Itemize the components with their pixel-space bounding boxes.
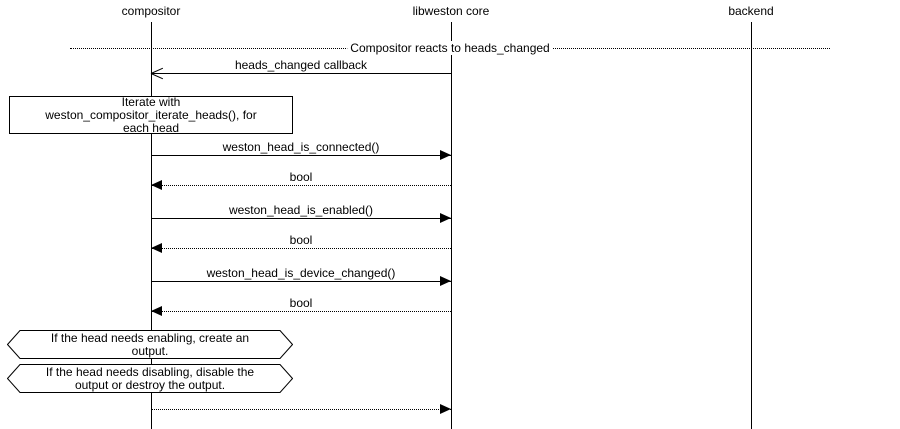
message-line-heads-changed-callback <box>151 73 451 74</box>
divider-label: Compositor reacts to heads_changed <box>347 41 553 55</box>
participant-label-libweston-core: libweston core <box>412 4 490 18</box>
message-label-bool-enabled: bool <box>289 233 313 247</box>
lifeline-libweston-core <box>451 22 452 429</box>
iterate-heads-note-line: weston_compositor_iterate_heads(), for <box>45 107 257 122</box>
message-line-weston-head-is-connected <box>151 155 451 156</box>
message-label-weston-head-is-connected: weston_head_is_connected() <box>222 140 380 154</box>
condition-enable-output-line: output. <box>131 343 169 358</box>
condition-disable-output-line: output or destroy the output. <box>74 377 226 392</box>
lifeline-compositor <box>151 22 152 429</box>
arrowhead-bool-device-changed <box>151 306 162 316</box>
arrowhead-weston-head-is-connected <box>440 150 451 160</box>
condition-enable-output-line: If the head needs enabling, create an <box>50 330 250 345</box>
message-line-bool-connected <box>151 185 451 186</box>
message-line-bool-device-changed <box>151 311 451 312</box>
message-label-bool-connected: bool <box>289 170 313 184</box>
iterate-heads-note-line: Iterate with <box>121 94 181 109</box>
message-label-weston-head-is-enabled: weston_head_is_enabled() <box>228 203 374 217</box>
message-line-weston-head-is-enabled <box>151 218 451 219</box>
condition-disable-output-line: If the head needs disabling, disable the <box>45 364 255 379</box>
arrowhead-final-return <box>440 404 451 414</box>
condition-disable-output-shape <box>7 364 293 393</box>
arrowhead-weston-head-is-enabled <box>440 213 451 223</box>
message-label-weston-head-is-device-changed: weston_head_is_device_changed() <box>206 266 396 280</box>
participant-label-backend: backend <box>728 4 774 18</box>
condition-disable-output-text: If the head needs disabling, disable the… <box>7 364 293 393</box>
condition-enable-output-shape <box>7 330 293 359</box>
arrowhead-bool-connected <box>151 180 162 190</box>
arrowhead-heads-changed-callback <box>151 66 163 80</box>
message-line-bool-enabled <box>151 248 451 249</box>
message-line-weston-head-is-device-changed <box>151 281 451 282</box>
lifeline-backend <box>751 22 752 429</box>
condition-disable-output: If the head needs disabling, disable the… <box>7 364 293 393</box>
message-line-final-return <box>151 409 451 410</box>
arrowhead-bool-enabled <box>151 243 162 253</box>
iterate-heads-note-line: each head <box>122 120 180 135</box>
participant-label-compositor: compositor <box>121 4 181 18</box>
arrowhead-weston-head-is-device-changed <box>440 276 451 286</box>
message-label-bool-device-changed: bool <box>289 296 313 310</box>
message-label-heads-changed-callback: heads_changed callback <box>234 58 368 72</box>
